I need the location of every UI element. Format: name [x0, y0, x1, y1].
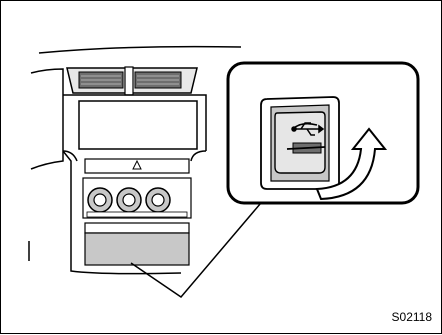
hazard-button [84, 158, 190, 174]
climate-knob-left [87, 187, 113, 213]
display-screen [78, 100, 198, 150]
callout-leader [130, 196, 267, 298]
climate-knob-center [116, 187, 142, 213]
storage-compartment [84, 222, 190, 266]
hazard-triangle-icon [132, 159, 142, 170]
air-vent [66, 66, 198, 96]
center-console [62, 94, 207, 275]
figure-code: S02118 [391, 310, 432, 324]
climate-knob-right [145, 187, 171, 213]
zoom-callout-box [226, 61, 420, 205]
dashboard-outline [28, 45, 242, 261]
usb-port-cover [260, 96, 340, 190]
curved-arrow-icon [315, 127, 388, 201]
climate-control-panel [82, 177, 192, 219]
usb-symbol-icon [291, 122, 325, 136]
